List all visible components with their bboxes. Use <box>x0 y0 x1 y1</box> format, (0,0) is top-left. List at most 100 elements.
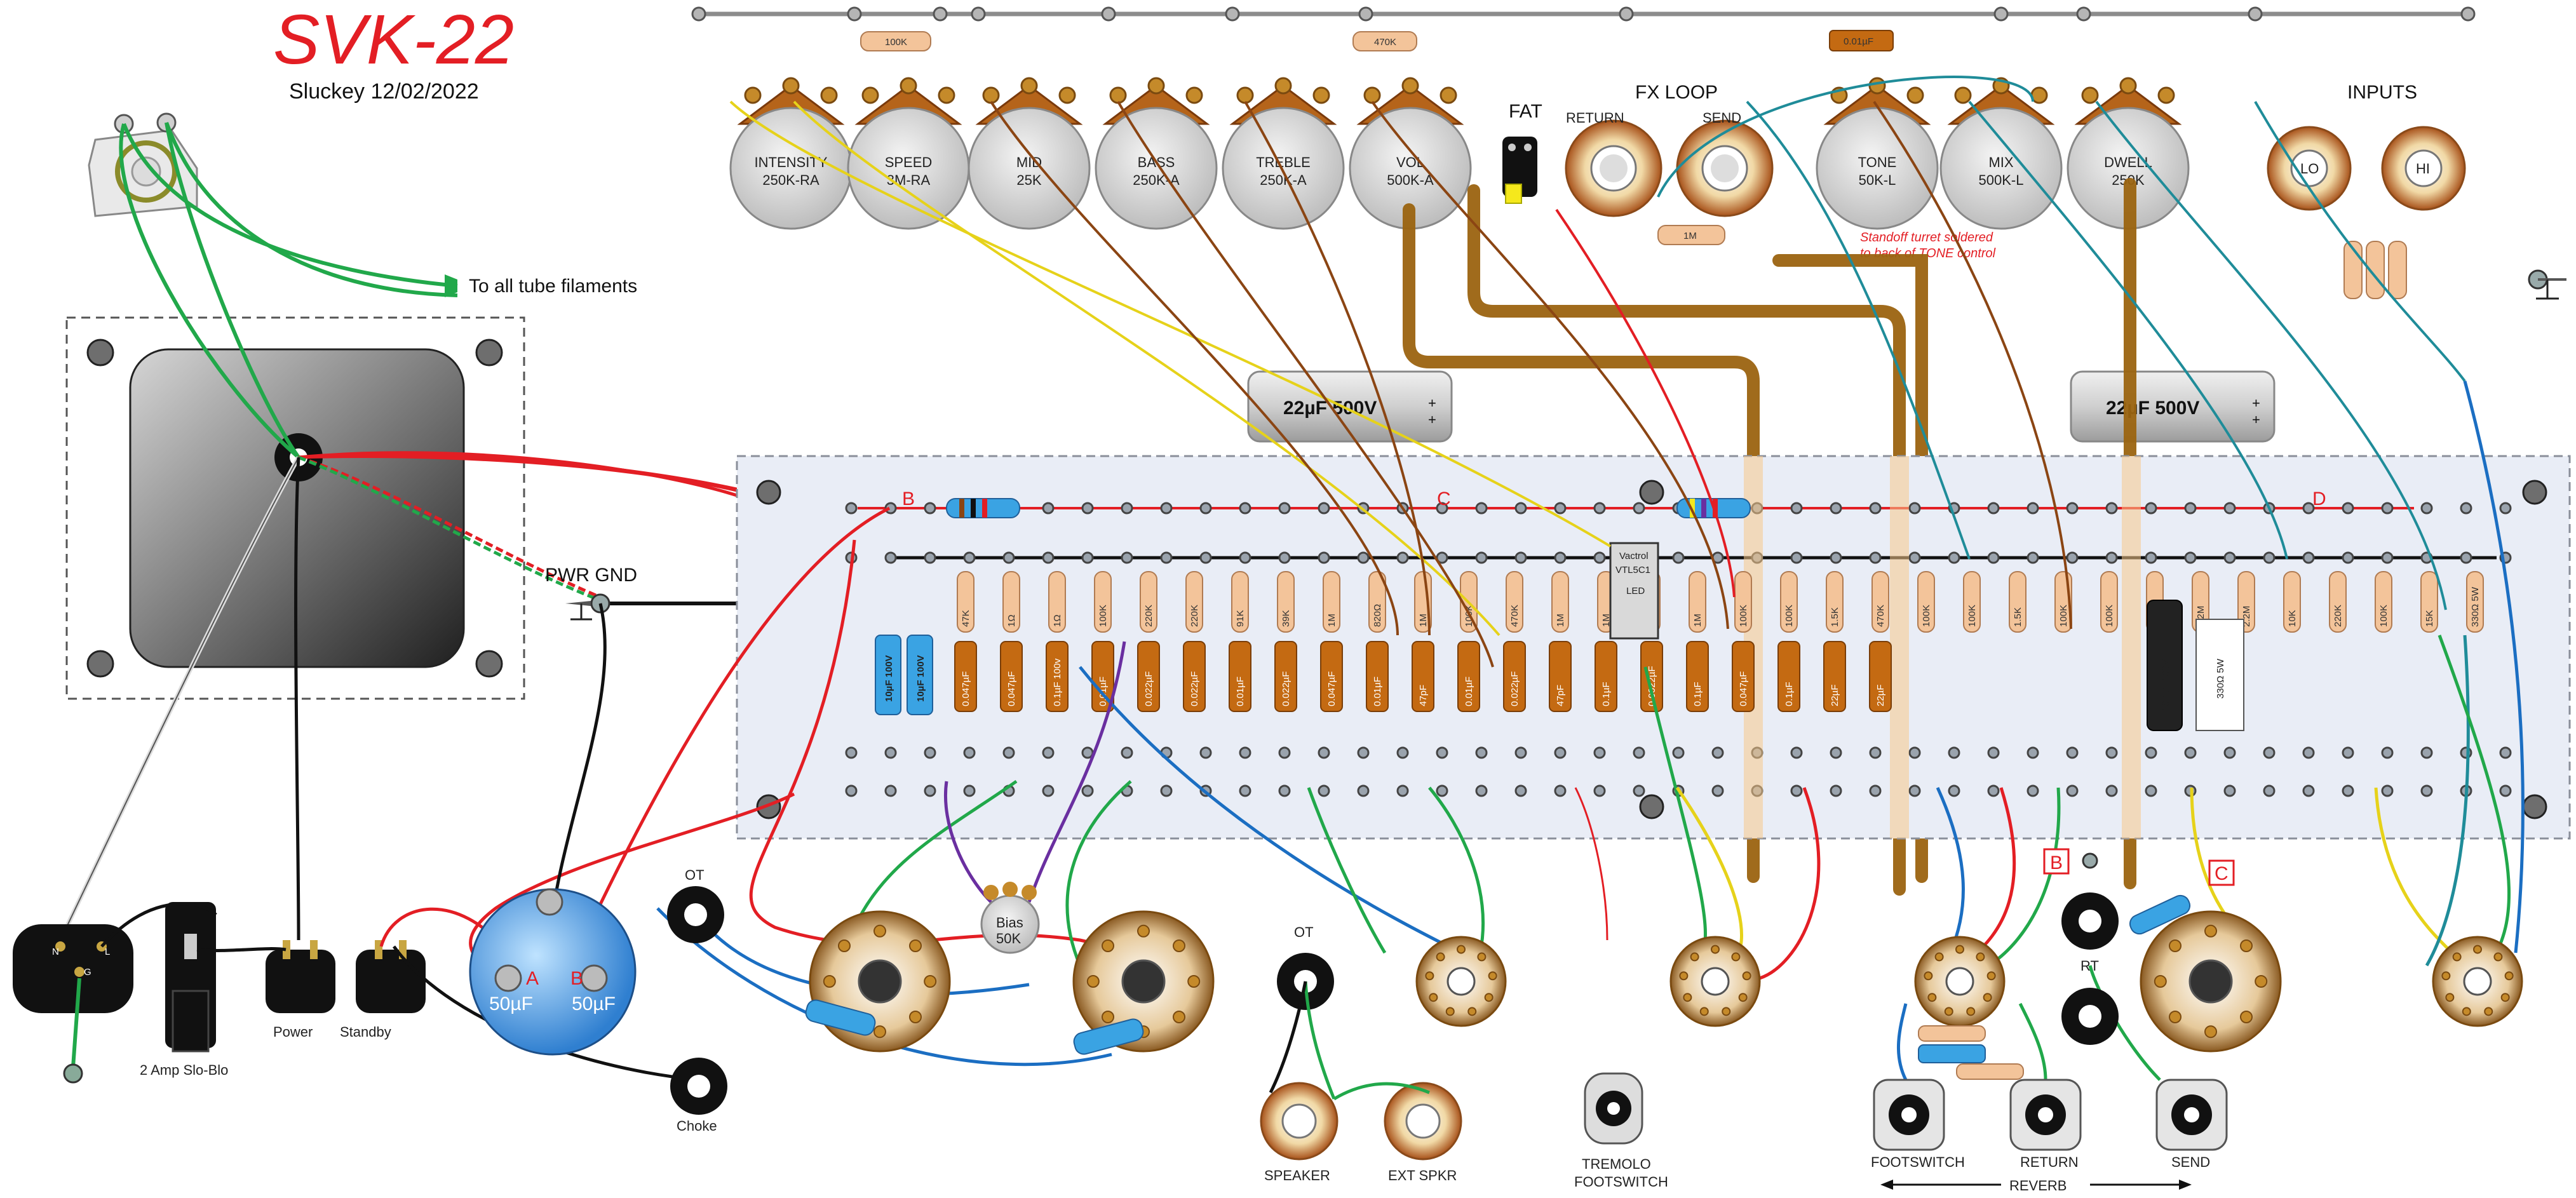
tremolo-jack[interactable] <box>1584 1072 1643 1145</box>
bias-value: 50K <box>996 931 1021 946</box>
film-capacitor: 0.0022µF <box>1640 641 1663 712</box>
film-capacitor: 0.1µF <box>1595 641 1617 712</box>
iec-n-label: N <box>52 946 59 957</box>
ext-speaker-jack[interactable] <box>1384 1082 1462 1161</box>
svg-text:220K: 220K <box>1143 605 1154 627</box>
svg-text:VTL5C1: VTL5C1 <box>1615 565 1650 575</box>
svg-text:91K: 91K <box>1235 610 1246 627</box>
resistor: 1Ω <box>1048 571 1066 633</box>
svg-text:+: + <box>2252 395 2260 411</box>
node-label-b: B <box>902 488 915 509</box>
fx-return-jack[interactable] <box>1565 119 1662 217</box>
svg-text:22µF: 22µF <box>1830 685 1840 707</box>
film-capacitor: 0.047µF <box>954 641 977 712</box>
fat-switch[interactable] <box>1502 137 1537 204</box>
fx-return-label: RETURN <box>1566 110 1624 126</box>
ot-label: OT <box>685 867 705 883</box>
svg-text:1M: 1M <box>1555 614 1566 627</box>
choke-grommet <box>670 1058 727 1115</box>
film-capacitor: 0.047µF <box>1732 641 1755 712</box>
resistor: 1.5K <box>2009 571 2026 633</box>
resistor: 1M <box>1689 571 1706 633</box>
filament-wires <box>119 121 458 459</box>
pot-name-label: MID <box>1016 154 1042 170</box>
svg-text:0.022µF: 0.022µF <box>1509 671 1520 706</box>
svg-text:100µF 100V: 100µF 100V <box>2161 659 2171 711</box>
speaker-wires <box>1269 981 1430 1101</box>
fat-label: FAT <box>1509 101 1542 122</box>
svg-text:B: B <box>902 488 915 509</box>
tremolo-label: TREMOLO <box>1582 1156 1651 1172</box>
svg-text:100K: 100K <box>1738 605 1749 627</box>
svg-text:A: A <box>526 968 539 989</box>
power-resistor: 330Ω 5W <box>2195 619 2244 731</box>
resistor: 220K <box>1140 571 1157 633</box>
svg-text:Vactrol: Vactrol <box>1619 551 1649 562</box>
resistor: 330Ω 5W <box>2466 571 2484 633</box>
svg-text:1Ω: 1Ω <box>1006 614 1017 627</box>
svg-text:0.022µF: 0.022µF <box>1143 671 1154 706</box>
node-marker-c: C <box>2208 859 2235 886</box>
speaker-jack[interactable] <box>1260 1082 1339 1161</box>
svg-text:B: B <box>2050 852 2063 873</box>
svg-text:470K: 470K <box>1875 605 1886 627</box>
svg-text:0.1µF: 0.1µF <box>1692 682 1703 706</box>
svg-text:+: + <box>1428 395 1436 411</box>
preamp-tube-socket <box>2432 936 2523 1027</box>
pwr-gnd-label: PWR GND <box>545 565 637 586</box>
film-capacitor: 0.01µF <box>1457 641 1480 712</box>
tremolo-label: FOOTSWITCH <box>1574 1174 1668 1190</box>
rt-label: RT <box>2080 958 2099 974</box>
fx-send-jack[interactable] <box>1676 119 1774 217</box>
vactrol: Vactrol VTL5C1 LED <box>1609 542 1659 640</box>
iec-g-label: G <box>84 967 91 978</box>
return-jack[interactable] <box>2009 1079 2082 1151</box>
standby-switch[interactable] <box>356 940 426 1013</box>
svg-text:100K: 100K <box>1921 605 1932 627</box>
power-switch[interactable] <box>266 940 335 1013</box>
svg-text:0.022µF: 0.022µF <box>1189 671 1200 706</box>
film-capacitor: 0.01µF <box>1229 641 1251 712</box>
svg-text:B: B <box>570 968 583 989</box>
pot-value-label: 250K-RA <box>762 172 819 188</box>
pot-name-label: TONE <box>1858 154 1897 170</box>
resistor: 470K <box>1506 571 1523 633</box>
bypass-capacitor: 100µF 100V <box>2147 600 2183 731</box>
input-lo-jack[interactable] <box>2267 126 2352 211</box>
iec-inlet[interactable] <box>13 924 133 1013</box>
film-capacitor: 0.022µF <box>1183 641 1206 712</box>
svg-text:0.1µF: 0.1µF <box>1601 682 1612 706</box>
svg-text:1M: 1M <box>1326 614 1337 627</box>
svg-text:15K: 15K <box>2424 610 2435 627</box>
standby-label: Standby <box>340 1024 391 1040</box>
resistor: 39K <box>1277 571 1295 633</box>
svg-text:0.1µF 100v: 0.1µF 100v <box>1052 658 1063 706</box>
input-hi-jack[interactable] <box>2381 126 2466 211</box>
svg-text:+: + <box>2252 412 2260 427</box>
node-label-c: C <box>1437 488 1451 509</box>
pot-name-label: TREBLE <box>1256 154 1311 170</box>
power-label: Power <box>273 1024 313 1040</box>
ext-spkr-label: EXT SPKR <box>1388 1168 1457 1183</box>
hi-label: HI <box>2416 161 2430 177</box>
svg-text:D: D <box>2312 488 2326 509</box>
bias-pot[interactable] <box>980 882 1040 954</box>
svg-text:100K: 100K <box>2058 605 2069 627</box>
input-ground-lug <box>2528 269 2566 300</box>
lo-label: LO <box>2300 161 2319 177</box>
film-capacitor: 0.1µF <box>1777 641 1800 712</box>
arrow-icon <box>445 274 457 297</box>
send-jack[interactable] <box>2155 1079 2228 1151</box>
footswitch-jack[interactable] <box>1873 1079 1945 1151</box>
svg-text:100K: 100K <box>1784 605 1795 627</box>
